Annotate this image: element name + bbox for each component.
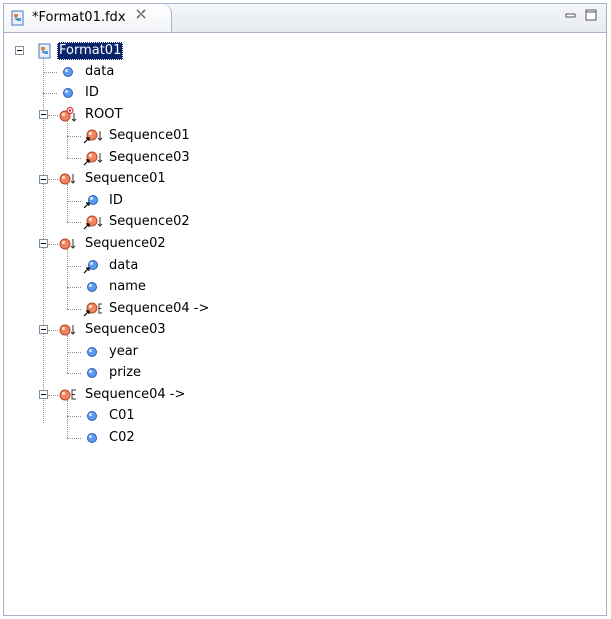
format-tree[interactable]: Format01 data ID ROOT (4, 34, 606, 614)
tree-node-sequence04-c01[interactable]: C01 (85, 407, 135, 425)
orange-root-sequence-icon (59, 107, 77, 122)
blue-field-icon (87, 433, 97, 443)
tree-node-data[interactable]: data (61, 63, 114, 81)
tree-node-label: ROOT (85, 107, 123, 122)
close-icon[interactable] (134, 7, 148, 21)
tree-node-sequence04[interactable]: Sequence04 -> (59, 386, 185, 404)
tree-node-label: Sequence03 (85, 322, 166, 337)
tree-node-sequence02-sequence04[interactable]: Sequence04 -> (83, 300, 209, 318)
orange-sequence-reference-icon (83, 151, 103, 166)
editor-panel: *Format01.fdx (3, 3, 607, 616)
tree-node-label: ID (85, 85, 99, 100)
tree-node-sequence01[interactable]: Sequence01 (59, 170, 166, 188)
tree-node-id[interactable]: ID (61, 84, 99, 102)
tree-node-label: Sequence02 (85, 236, 166, 251)
tree-node-label: Sequence04 -> (109, 301, 210, 316)
orange-choice-reference-icon (83, 302, 102, 317)
blue-field-icon (87, 347, 97, 357)
minimize-icon[interactable] (564, 9, 578, 21)
tree-node-sequence03[interactable]: Sequence03 (59, 321, 166, 339)
blue-field-icon (87, 368, 97, 378)
orange-sequence-reference-icon (83, 215, 103, 230)
orange-sequence-icon (59, 173, 76, 185)
blue-field-icon (87, 411, 97, 421)
tree-node-root-sequence01[interactable]: Sequence01 (83, 127, 190, 145)
tree-node-label: Format01 (57, 42, 124, 60)
fdx-file-icon (11, 10, 24, 26)
collapse-toggle-sequence01[interactable] (39, 175, 48, 184)
blue-field-icon (63, 88, 73, 98)
tree-node-label: data (85, 64, 115, 79)
orange-sequence-icon (59, 238, 76, 250)
fdx-file-icon (38, 43, 51, 59)
tree-node-label: name (109, 279, 146, 294)
tree-node-label: Sequence02 (109, 214, 190, 229)
tree-node-label: prize (109, 365, 142, 380)
orange-sequence-reference-icon (83, 129, 103, 144)
orange-choice-icon (59, 389, 76, 401)
blue-field-icon (87, 282, 97, 292)
blue-field-reference-icon (83, 260, 98, 274)
tree-node-format01[interactable]: Format01 (37, 42, 124, 60)
orange-sequence-icon (59, 324, 76, 336)
tree-node-label: data (109, 258, 139, 273)
collapse-toggle-format01[interactable] (15, 46, 24, 55)
editor-tab-bar: *Format01.fdx (4, 4, 606, 33)
tree-node-root[interactable]: ROOT (59, 106, 122, 124)
collapse-toggle-sequence04[interactable] (39, 390, 48, 399)
tree-node-label: Sequence03 (109, 150, 190, 165)
tree-node-sequence02-name[interactable]: name (85, 278, 146, 296)
collapse-toggle-sequence02[interactable] (39, 239, 48, 248)
tree-node-label: Sequence04 -> (85, 387, 186, 402)
editor-tab[interactable]: *Format01.fdx (4, 4, 172, 32)
blue-field-icon (63, 67, 73, 77)
tree-node-sequence04-c02[interactable]: C02 (85, 429, 135, 447)
tree-node-sequence01-id[interactable]: ID (83, 192, 123, 210)
maximize-icon[interactable] (584, 9, 598, 21)
blue-field-reference-icon (83, 195, 98, 209)
collapse-toggle-sequence03[interactable] (39, 325, 48, 334)
tree-node-sequence01-sequence02[interactable]: Sequence02 (83, 213, 190, 231)
tree-node-sequence03-year[interactable]: year (85, 343, 138, 361)
tree-node-root-sequence03[interactable]: Sequence03 (83, 149, 190, 167)
tab-title: *Format01.fdx (32, 10, 126, 25)
tree-node-sequence02[interactable]: Sequence02 (59, 235, 166, 253)
tree-node-label: Sequence01 (109, 128, 190, 143)
tree-node-sequence03-prize[interactable]: prize (85, 364, 141, 382)
collapse-toggle-root[interactable] (39, 110, 48, 119)
tree-node-label: year (109, 344, 139, 359)
tree-node-label: Sequence01 (85, 171, 166, 186)
tree-node-label: C02 (109, 430, 135, 445)
tree-node-sequence02-data[interactable]: data (83, 257, 138, 275)
tree-node-label: ID (109, 193, 123, 208)
tree-node-label: C01 (109, 408, 135, 423)
